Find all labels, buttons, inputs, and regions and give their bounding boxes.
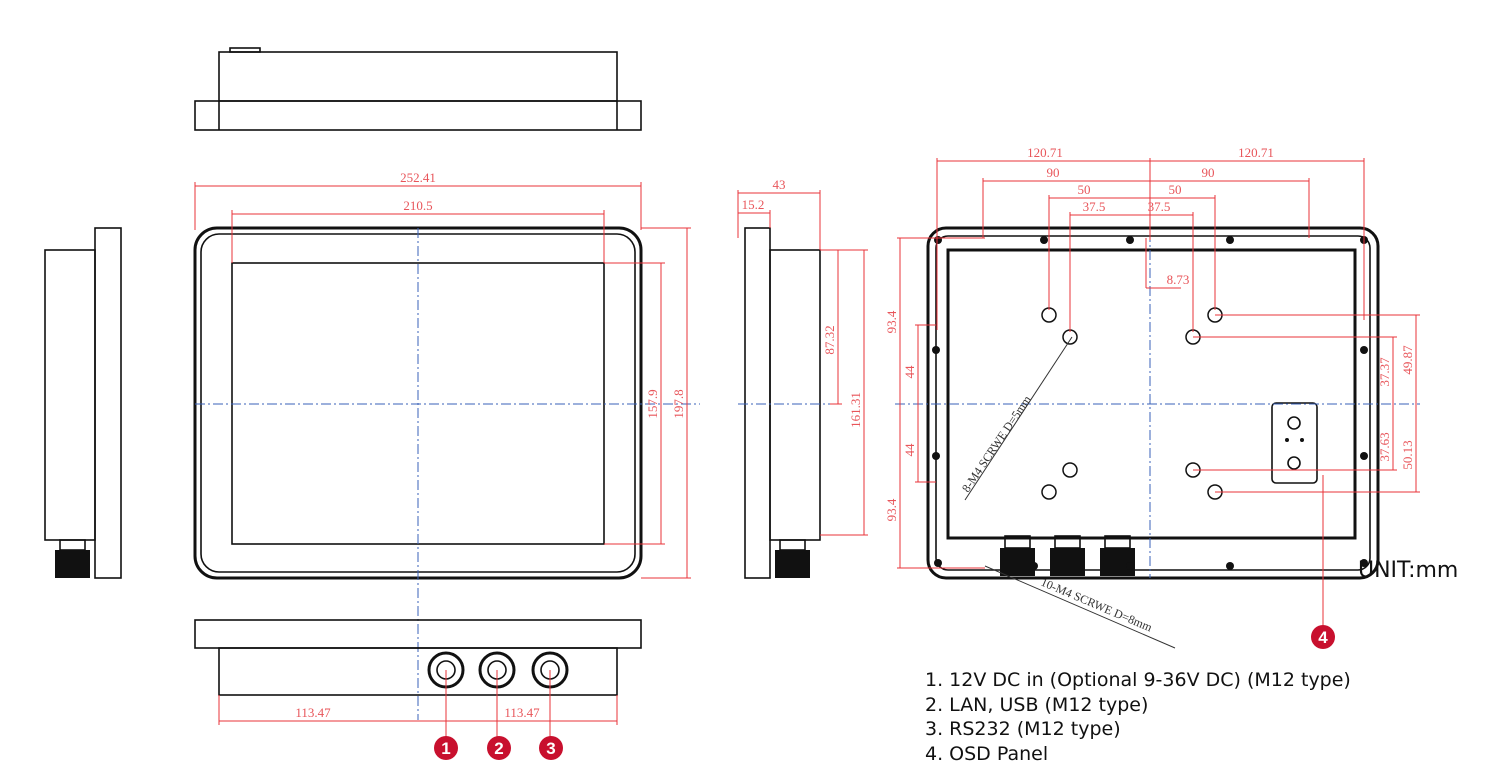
- dim-90-left: 90: [1047, 165, 1060, 180]
- legend-item: 2. LAN, USB (M12 type): [925, 693, 1149, 716]
- dim-left-44-top: 44: [902, 365, 917, 379]
- dim-front-width: 252.41: [400, 170, 436, 185]
- legend-item: 1. 12V DC in (Optional 9-36V DC) (M12 ty…: [925, 669, 1351, 691]
- back-view: 120.71 120.71 90 90 50 50 37.5 37.5 8.73…: [884, 145, 1420, 649]
- svg-text:4: 4: [1318, 628, 1328, 647]
- dim-left-44-bottom: 44: [902, 443, 917, 457]
- dim-left-bottom: 93.4: [884, 498, 899, 521]
- legend-item: 3. RS232 (M12 type): [925, 718, 1121, 740]
- dim-left-top: 93.4: [884, 310, 899, 333]
- left-side-view: [44, 227, 122, 579]
- marker-2: 2: [487, 736, 511, 760]
- dim-screen-height: 157.9: [645, 389, 660, 418]
- dim-back-width-left: 120.71: [1027, 145, 1063, 160]
- unit-label: UNIT:mm: [1358, 558, 1459, 583]
- dim-50-left: 50: [1078, 182, 1091, 197]
- svg-text:3: 3: [546, 739, 555, 758]
- dim-bezel-depth: 15.2: [742, 197, 765, 212]
- right-side-view: 43 15.2 87.32 161.31: [737, 177, 868, 579]
- dim-depth: 43: [773, 177, 786, 192]
- legend-item: 4. OSD Panel: [925, 742, 1049, 765]
- marker-3: 3: [539, 736, 563, 760]
- marker-1: 1: [434, 736, 458, 760]
- note-screw-8: 8-M4 SCRWE D=5mm: [959, 392, 1034, 494]
- svg-text:1: 1: [441, 739, 450, 758]
- dim-side-half: 87.32: [822, 325, 837, 354]
- dim-37-37: 37.37: [1377, 357, 1392, 387]
- front-view: 252.41 210.5 157.9 197.8: [193, 170, 700, 720]
- screw-holes: [932, 236, 1368, 570]
- connectors-back: [1000, 535, 1135, 576]
- bottom-view: 113.47 113.47 1 2 3: [194, 619, 642, 760]
- marker-4: 4: [1311, 625, 1335, 649]
- dim-front-height: 197.8: [671, 389, 686, 418]
- dim-bottom-left: 113.47: [295, 705, 331, 720]
- note-screw-10: 10-M4 SCRWE D=8mm: [1039, 575, 1155, 635]
- dim-49-87: 49.87: [1400, 345, 1415, 375]
- legend: 1. 12V DC in (Optional 9-36V DC) (M12 ty…: [925, 668, 1351, 766]
- dim-50-13: 50.13: [1400, 440, 1415, 469]
- dim-50-right: 50: [1169, 182, 1182, 197]
- dim-screen-width: 210.5: [403, 198, 432, 213]
- dim-37-63: 37.63: [1377, 432, 1392, 461]
- svg-text:2: 2: [494, 739, 503, 758]
- dim-back-width-right: 120.71: [1238, 145, 1274, 160]
- dim-bottom-right: 113.47: [504, 705, 540, 720]
- top-view: [194, 47, 642, 131]
- dim-side-height: 161.31: [848, 392, 863, 428]
- osd-panel: [1271, 402, 1318, 484]
- dim-37-5-left: 37.5: [1083, 199, 1106, 214]
- dim-37-5-right: 37.5: [1148, 199, 1171, 214]
- dim-90-right: 90: [1202, 165, 1215, 180]
- dim-offset: 8.73: [1167, 272, 1190, 287]
